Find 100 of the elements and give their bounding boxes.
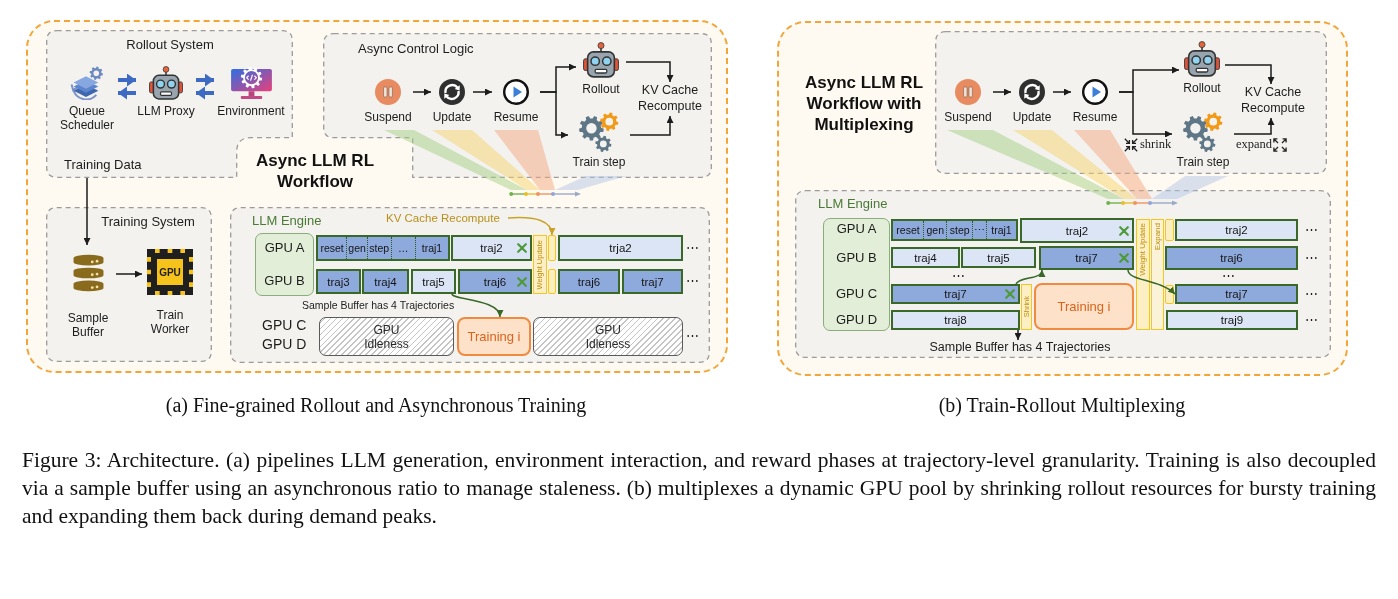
trajectory-block [411,269,456,294]
block-arrow [196,88,214,98]
subfigure-caption: (a) Fine-grained Rollout and Asynchronous Training [165,393,587,417]
ellipsis-text: ⋯ [1222,268,1235,284]
hatched-block [319,317,454,356]
block-arrow [118,88,136,98]
segment-label: ⋯ [972,221,987,239]
weight-update-bar [533,235,547,294]
idle-label: GPU Idleness [363,322,410,351]
segmented-block [891,219,1018,241]
panel-title: Training System [101,214,195,230]
arrow [472,88,493,96]
arrow [625,61,674,83]
segment-label: step [367,237,392,259]
icon-caption: Train step [1176,155,1230,169]
trajectory-block [1020,218,1134,243]
buffer-note: Sample Buffer has 4 Trajectories [302,299,455,312]
segment-label: gen [924,221,948,239]
trajectory-block [891,284,1020,304]
edge-label: shrink [1140,137,1172,151]
icon-caption: Queue Scheduler [58,104,115,132]
dashed-frame [26,20,728,373]
trajectory-label: trja2 [609,242,632,254]
gpu-label: GPU C [835,285,878,302]
gpu-chip: GPU [147,249,193,295]
icon-caption: Resume [493,110,539,124]
step-label: KV Cache Recompute [1238,84,1308,118]
icon-caption: Update [432,110,472,124]
panel-title: LLM Engine [818,196,888,212]
segmented-block [316,235,450,261]
icon-caption: Rollout [1183,81,1221,95]
slot-box [1165,219,1174,241]
step-label: KV Cache Recompute [634,82,706,116]
gpu-label: GPU D [835,311,878,328]
ellipsis-text: ⋯ [1305,222,1318,238]
ellipsis-text: ⋯ [952,268,965,284]
trajectory-block [1175,219,1298,241]
weight-update-bar [1136,219,1150,330]
trajectory-label: traj8 [944,314,967,326]
icon-caption: LLM Proxy [137,104,195,118]
trajectory-block [961,247,1036,268]
trajectory-block [1165,246,1298,270]
arrow [1052,88,1072,96]
gpu-label: GPU D [262,336,307,353]
trajectory-block [316,269,361,294]
trajectory-block [558,269,620,294]
hatched-block [533,317,683,356]
edge-label: expand [1236,137,1273,151]
trajectory-label: traj5 [987,251,1010,264]
slot-box [548,235,556,261]
dashed-panel [795,190,1331,358]
subfigure-caption: (b) Train-Rollout Multiplexing [938,393,1186,417]
arrow [83,177,91,246]
segment-label: traj1 [990,223,1013,238]
dashed-frame [777,21,1348,376]
trajectory-block [891,310,1020,330]
gpu-group-box [255,233,314,296]
frame-title: Async LLM RL Workflow [254,150,376,192]
arrow [412,88,432,96]
icon-caption: Sample Buffer [66,311,110,339]
bar-label: Weight Update [1139,223,1147,276]
trajectory-label: traj3 [327,275,350,288]
arrow [115,270,143,278]
icon-caption: Train step [572,155,626,169]
slot-box [548,269,556,294]
ellipsis-text: ⋯ [686,240,699,256]
note-label: Sample Buffer has 4 Trajectories [924,340,1116,355]
icon-caption: Train Worker [149,308,191,336]
segment-label: reset [893,221,924,239]
trajectory-label: traj6 [1220,252,1243,264]
trajectory-label: traj7 [944,288,967,300]
idle-label: GPU Idleness [584,322,632,351]
trajectory-label: traj7 [1075,252,1098,264]
trajectory-label: traj6 [577,275,601,288]
curved-arrow [507,216,555,236]
trajectory-block [1175,284,1298,304]
training-block [457,317,531,356]
panel-title: LLM Engine [252,213,322,229]
segment-label: … [391,237,416,259]
trajectory-label: traj7 [1225,288,1248,300]
annotation-label: KV Cache Recompute [386,211,508,226]
dashed-panel [230,207,710,363]
ellipsis-text: ⋯ [1305,250,1318,266]
curved-arrow [1015,269,1045,285]
trajectory-label: traj9 [1220,314,1244,326]
trajectory-block [1039,246,1134,270]
ellipsis-text: ⋯ [686,273,699,289]
trajectory-label: traj2 [1065,224,1089,237]
curved-arrow [1127,269,1176,295]
training-block [1034,283,1134,330]
icon-caption: Suspend [944,110,992,124]
ellipsis-text: ⋯ [686,328,699,344]
icon-caption: Environment [217,104,285,118]
panel-title: Async Control Logic [358,41,474,57]
icon-caption: Rollout [582,82,620,96]
trajectory-block [451,235,532,261]
gpu-label: GPU B [836,249,877,266]
dashed-panel [935,31,1327,174]
trajectory-label: traj6 [483,275,507,288]
trajectory-label: traj2 [480,242,503,254]
